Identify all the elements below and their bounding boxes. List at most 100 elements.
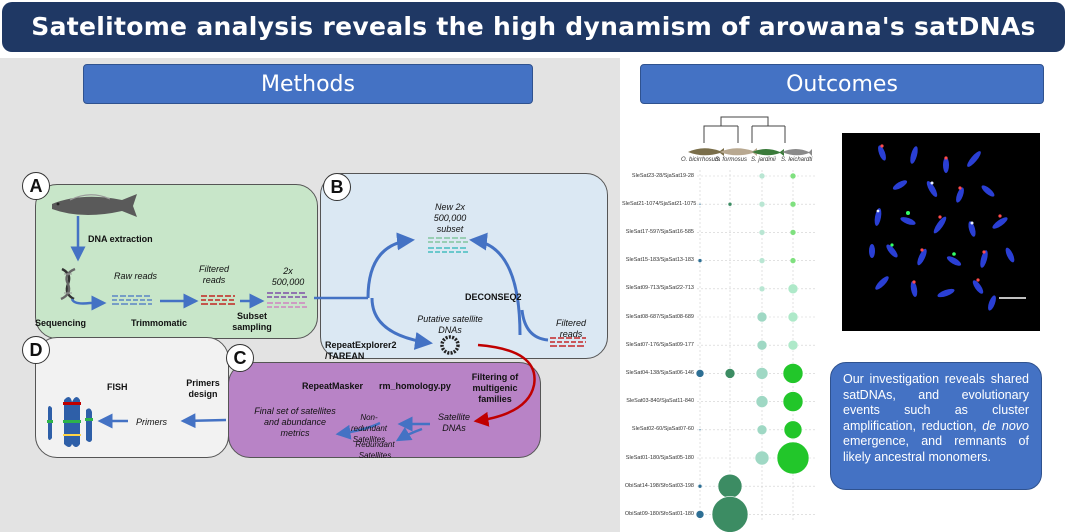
chart-bubble — [698, 202, 702, 206]
satellite-dnas-label: Satellite DNAs — [437, 412, 471, 433]
chart-row-label: SleSat07-176/SjaSat09-177 — [625, 341, 694, 348]
fish-label: FISH — [107, 382, 128, 392]
panel-b-letter: B — [323, 173, 351, 201]
panel-c-box — [228, 362, 541, 458]
methods-header: Methods — [83, 64, 533, 104]
species-icons — [688, 148, 812, 156]
outcomes-header: Outcomes — [640, 64, 1044, 104]
subset-label: 2x 500,000 — [271, 266, 305, 287]
fish-microscopy-image — [842, 133, 1040, 331]
satellite-dna-icon — [440, 335, 460, 355]
chart-bubble — [758, 285, 766, 293]
title-bar: Satelitome analysis reveals the high dyn… — [2, 2, 1065, 52]
chart-row-label: SleSat02-60/SjaSat07-60 — [631, 426, 694, 433]
chart-bubble — [758, 172, 766, 180]
chart-bubble — [783, 420, 803, 440]
chart-bubble — [697, 483, 703, 489]
chart-bubble — [789, 200, 797, 208]
raw-reads-label: Raw reads — [114, 271, 158, 281]
chromosome-spread — [869, 144, 1026, 311]
chart-bubble — [695, 369, 705, 378]
primers-label: Primers — [136, 417, 167, 427]
subset-reads-icon — [267, 292, 307, 308]
chart-row-label: SleSat17-597/SjaSat16-585 — [625, 228, 694, 235]
new-subset-reads-icon — [428, 237, 468, 253]
chart-bubble — [787, 311, 799, 323]
chart-bubble — [787, 339, 799, 351]
repeatmasker-label: RepeatMasker — [302, 381, 364, 391]
raw-reads-icon — [112, 295, 152, 305]
conclusion-text-after: emergence, and remnants of likely ancest… — [843, 434, 1029, 464]
filtering-label: Filtering of multigenic families — [471, 372, 519, 404]
chart-bubble — [787, 283, 799, 295]
chart-bubble — [782, 391, 804, 412]
title: Satelitome analysis reveals the high dyn… — [31, 12, 1036, 41]
chart-bubble — [758, 257, 766, 264]
chart-bubble — [727, 201, 733, 207]
fish-icon — [52, 194, 137, 217]
chart-bubble — [755, 367, 769, 380]
chart-bubble — [697, 258, 703, 263]
sequencing-label: Sequencing — [35, 318, 87, 328]
chart-bubble — [756, 339, 768, 351]
chart-bubble — [789, 257, 797, 264]
bubble-chart — [695, 170, 815, 532]
putative-label: Putative satellite DNAs — [417, 314, 483, 335]
new-subset-label: New 2x 500,000 subset — [433, 202, 467, 234]
chart-row-label: SleSat04-138/SjaSat06-146 — [625, 369, 694, 376]
chart-row-label: SleSat09-713/SjaSat22-713 — [625, 285, 694, 292]
chart-bubble — [758, 229, 766, 236]
panel-a-letter: A — [22, 172, 50, 200]
chart-bubble — [782, 363, 804, 384]
filtered-reads-icon — [201, 295, 235, 305]
subset-sampling-label: Subset sampling — [232, 311, 272, 332]
chart-bubble — [695, 510, 705, 519]
deconseq-label: DECONSEQ2 — [465, 292, 522, 302]
chart-bubble — [698, 428, 702, 432]
trimmomatic-label: Trimmomatic — [131, 318, 188, 328]
chart-bubble — [758, 200, 766, 208]
methods-label: Methods — [261, 72, 355, 97]
chart-row-label: SleSat03-840/SjaSat11-840 — [626, 398, 694, 405]
chart-bubble — [756, 311, 768, 323]
conclusion-text-before: Our investigation reveals shared satDNAs… — [843, 372, 1029, 433]
chart-bubble — [756, 424, 768, 436]
non-redundant-label: Non-redundant Satellites — [350, 413, 388, 444]
filtered-reads-label: Filtered reads — [198, 264, 229, 285]
rm-homology-label: rm_homology.py — [379, 381, 451, 391]
conclusion-box: Our investigation reveals shared satDNAs… — [830, 362, 1042, 490]
species-label-1: S. formosus — [715, 157, 748, 163]
species-label-2: S. jardinii — [751, 157, 776, 163]
chart-row-label: SleSat23-28/SjaSat19-28 — [631, 172, 694, 179]
primers-design-label: Primers design — [186, 378, 220, 399]
species-label-0: O. bicirrhosum — [681, 157, 721, 163]
species-label-3: S. leichardti — [781, 157, 813, 163]
chart-bubble — [724, 368, 736, 379]
outcomes-label: Outcomes — [786, 72, 898, 97]
final-set-label: Final set of satellites and abundance me… — [254, 406, 336, 438]
chart-row-label: SleSat01-180/SjaSat05-180 — [625, 454, 694, 461]
chart-row-label: ObiSat09-180/SfoSat01-180 — [624, 510, 694, 517]
chart-bubble — [755, 395, 769, 408]
chart-bubble — [789, 172, 797, 180]
chart-row-label: SleSat08-687/SjaSat08-689 — [625, 313, 694, 320]
dna-extraction-label: DNA extraction — [88, 234, 153, 244]
b-filtered-reads-label: Filtered reads — [555, 318, 586, 339]
redundant-label: Redundant Satellites — [355, 440, 395, 460]
phylogenetic-tree — [703, 116, 786, 143]
chart-row-label: SleSat15-183/SjaSat13-183 — [625, 257, 694, 264]
conclusion-text-italic: de novo — [982, 418, 1030, 433]
dna-icon — [60, 267, 76, 301]
chart-bubble — [717, 473, 743, 499]
panel-c-letter: C — [226, 344, 254, 372]
chart-bubble — [789, 229, 797, 236]
panel-b-box — [320, 173, 608, 359]
chart-bubble — [711, 496, 749, 532]
chart-bubble — [754, 450, 770, 466]
panel-d-letter: D — [22, 336, 50, 364]
chromosome-icon — [47, 396, 93, 447]
b-filtered-reads-icon — [550, 337, 586, 347]
chart-row-label: ObiSat14-198/SfoSat03-198 — [624, 482, 694, 489]
